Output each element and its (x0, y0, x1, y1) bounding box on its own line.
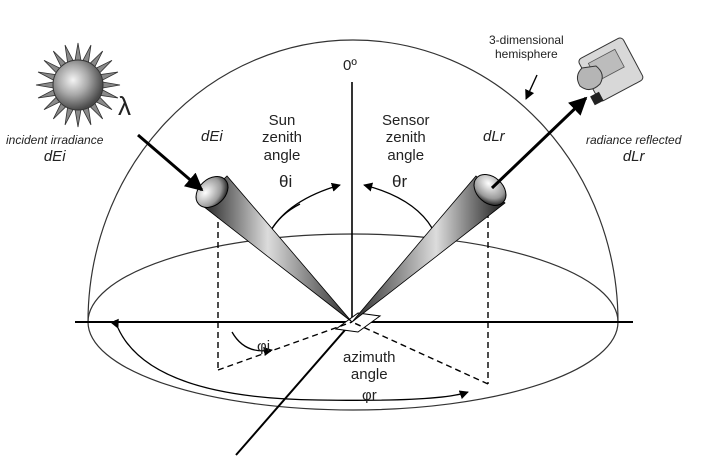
zenith-zero-label: 0º (343, 57, 357, 74)
lambda-label: λ (118, 91, 131, 121)
depth-axis (235, 321, 353, 456)
phi-i-label: φi (257, 338, 271, 355)
theta-r-arc (363, 182, 433, 229)
dLr-label: dLr (483, 128, 505, 145)
incident-irradiance-label: incident irradiance dEi (6, 133, 104, 165)
reflected-ray (490, 96, 588, 190)
hemisphere-pointer (525, 74, 538, 100)
azimuth-angle-label: azimuth angle (343, 349, 396, 384)
hemisphere-dome (87, 39, 619, 323)
incident-ray (137, 133, 204, 192)
sun-zenith-label: Sun zenith angle (262, 112, 303, 164)
radiance-reflected-label: radiance reflected dLr (586, 133, 682, 165)
handheld-spectroradiometer-icon (576, 37, 644, 106)
phi-r-arc (110, 318, 469, 401)
incident-cone (195, 175, 353, 323)
sun-icon (35, 42, 121, 128)
sensor-zenith-label: Sensor zenith angle (382, 112, 430, 164)
phi-r-label: φr (362, 387, 377, 404)
theta-i-arc (269, 182, 341, 233)
theta-r-label: θr (392, 172, 408, 191)
dEi-label: dEi (201, 128, 223, 145)
theta-i-label: θi (279, 172, 293, 191)
hemisphere-label: 3-dimensional hemisphere (489, 33, 564, 61)
